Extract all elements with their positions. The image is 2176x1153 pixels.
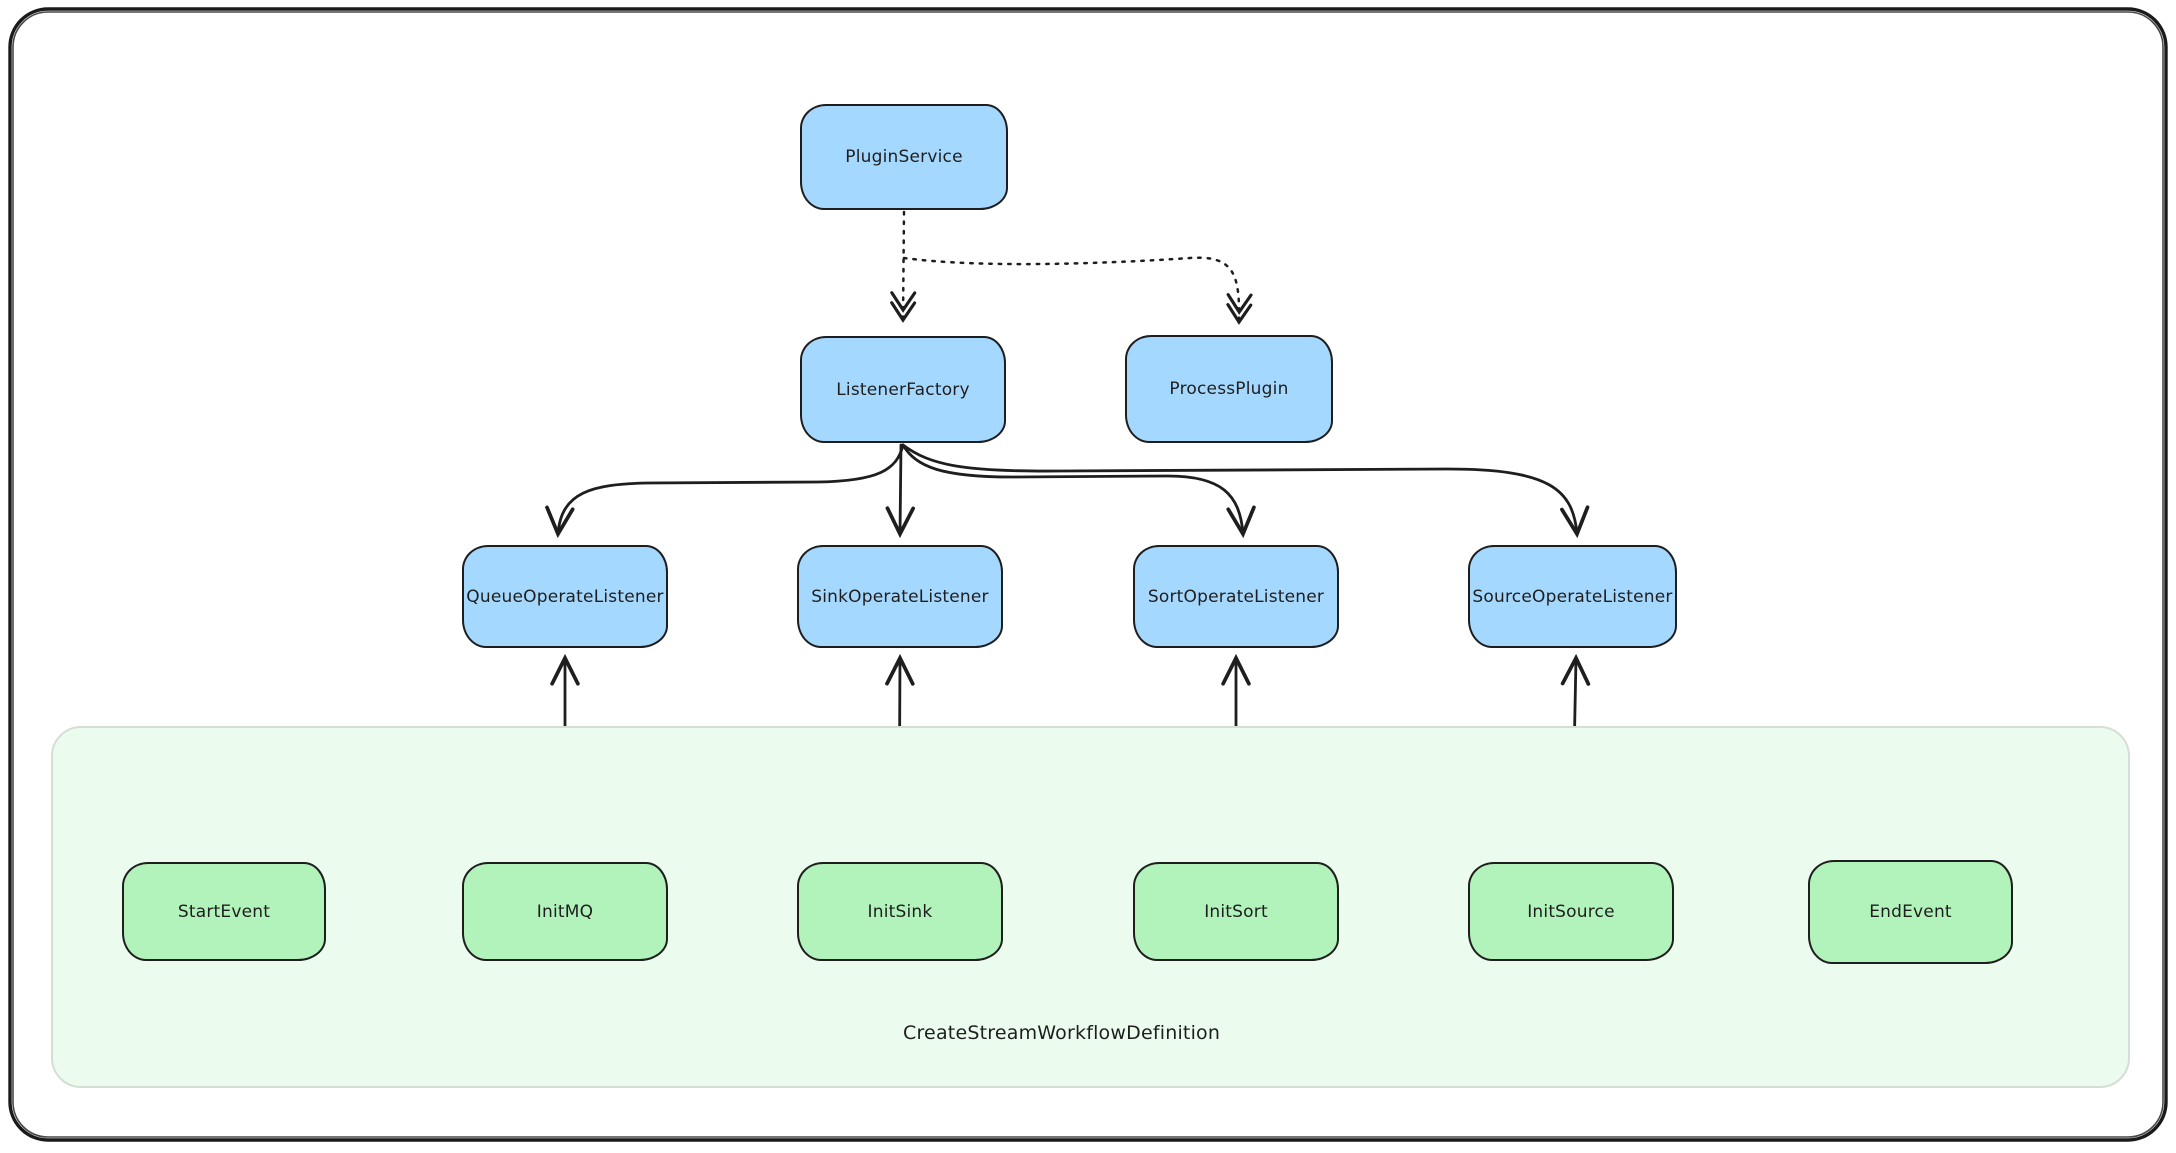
arrow-listenerfactory-queueoperatelistener[interactable] (545, 443, 905, 539)
node-sourceoperatelistener-label: SourceOperateListener (1472, 586, 1673, 607)
node-endevent-label: EndEvent (1869, 902, 1952, 922)
node-sourceoperatelistener[interactable]: SourceOperateListener (1468, 545, 1677, 648)
node-initmq[interactable]: InitMQ (462, 862, 668, 961)
node-initmq-label: InitMQ (536, 901, 594, 922)
node-processplugin-label: ProcessPlugin (1169, 379, 1289, 399)
node-initsort[interactable]: InitSort (1133, 862, 1339, 961)
node-pluginservice-label: PluginService (845, 147, 963, 167)
node-sortoperatelistener-label: SortOperateListener (1147, 586, 1325, 607)
node-initsink[interactable]: InitSink (797, 862, 1003, 961)
node-sortoperatelistener[interactable]: SortOperateListener (1133, 545, 1339, 648)
node-sinkoperatelistener-label: SinkOperateListener (811, 586, 989, 607)
arrow-pluginservice-processplugin[interactable] (902, 256, 1253, 325)
node-initsource-label: InitSource (1527, 901, 1615, 922)
node-sinkoperatelistener[interactable]: SinkOperateListener (797, 545, 1003, 648)
node-listenerfactory-label: ListenerFactory (836, 379, 970, 400)
node-initsink-label: InitSink (867, 901, 933, 922)
arrow-pluginservice-listenerfactory[interactable] (890, 210, 917, 323)
node-initsource[interactable]: InitSource (1468, 862, 1674, 961)
node-listenerfactory[interactable]: ListenerFactory (800, 336, 1006, 443)
node-queueoperatelistener-label: QueueOperateListener (466, 586, 664, 607)
arrow-listenerfactory-sinkoperatelistener[interactable] (885, 443, 916, 539)
node-pluginservice[interactable]: PluginService (800, 104, 1008, 210)
arrow-listenerfactory-sortoperatelistener[interactable] (901, 443, 1256, 539)
node-initsort-label: InitSort (1204, 901, 1268, 922)
arrow-listenerfactory-sourceoperatelistener[interactable] (901, 443, 1590, 539)
workflow-container-label: CreateStreamWorkflowDefinition (903, 1022, 1221, 1044)
node-endevent[interactable]: EndEvent (1808, 860, 2013, 964)
node-startevent-label: StartEvent (177, 901, 271, 922)
node-processplugin[interactable]: ProcessPlugin (1125, 335, 1333, 443)
node-startevent[interactable]: StartEvent (122, 862, 326, 961)
node-queueoperatelistener[interactable]: QueueOperateListener (462, 545, 668, 648)
